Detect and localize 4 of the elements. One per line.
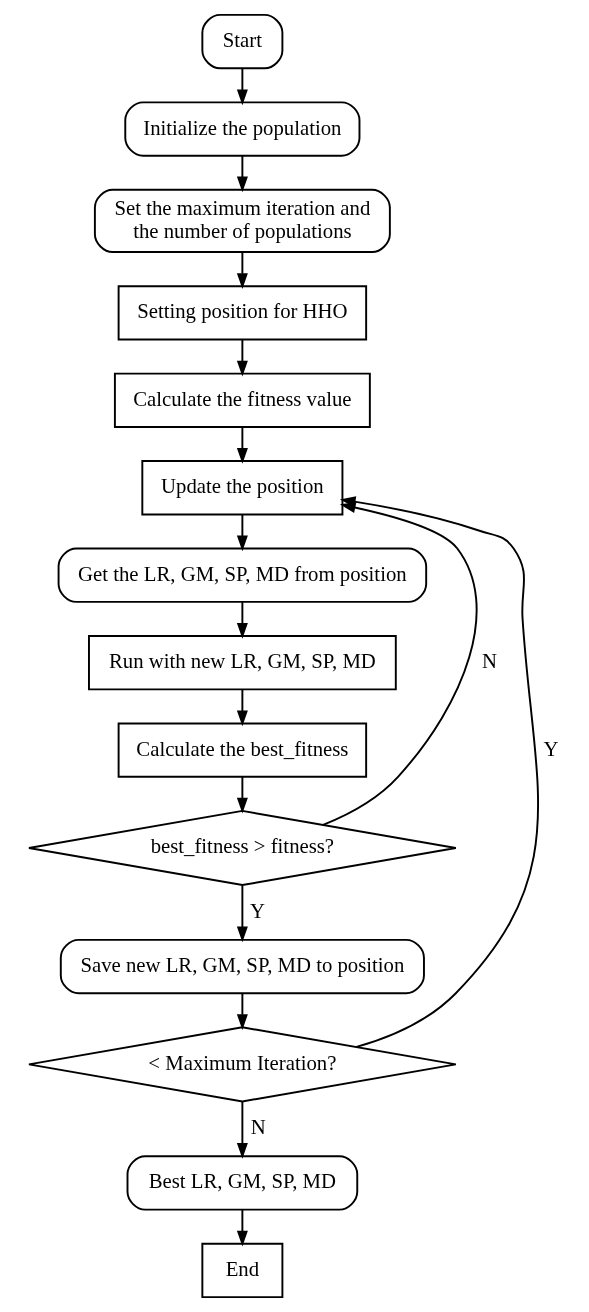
edge-label: N (481, 650, 497, 673)
edge-label: Y (249, 899, 265, 922)
edge-label: N (250, 1116, 266, 1139)
edge-label: Y (543, 737, 559, 760)
